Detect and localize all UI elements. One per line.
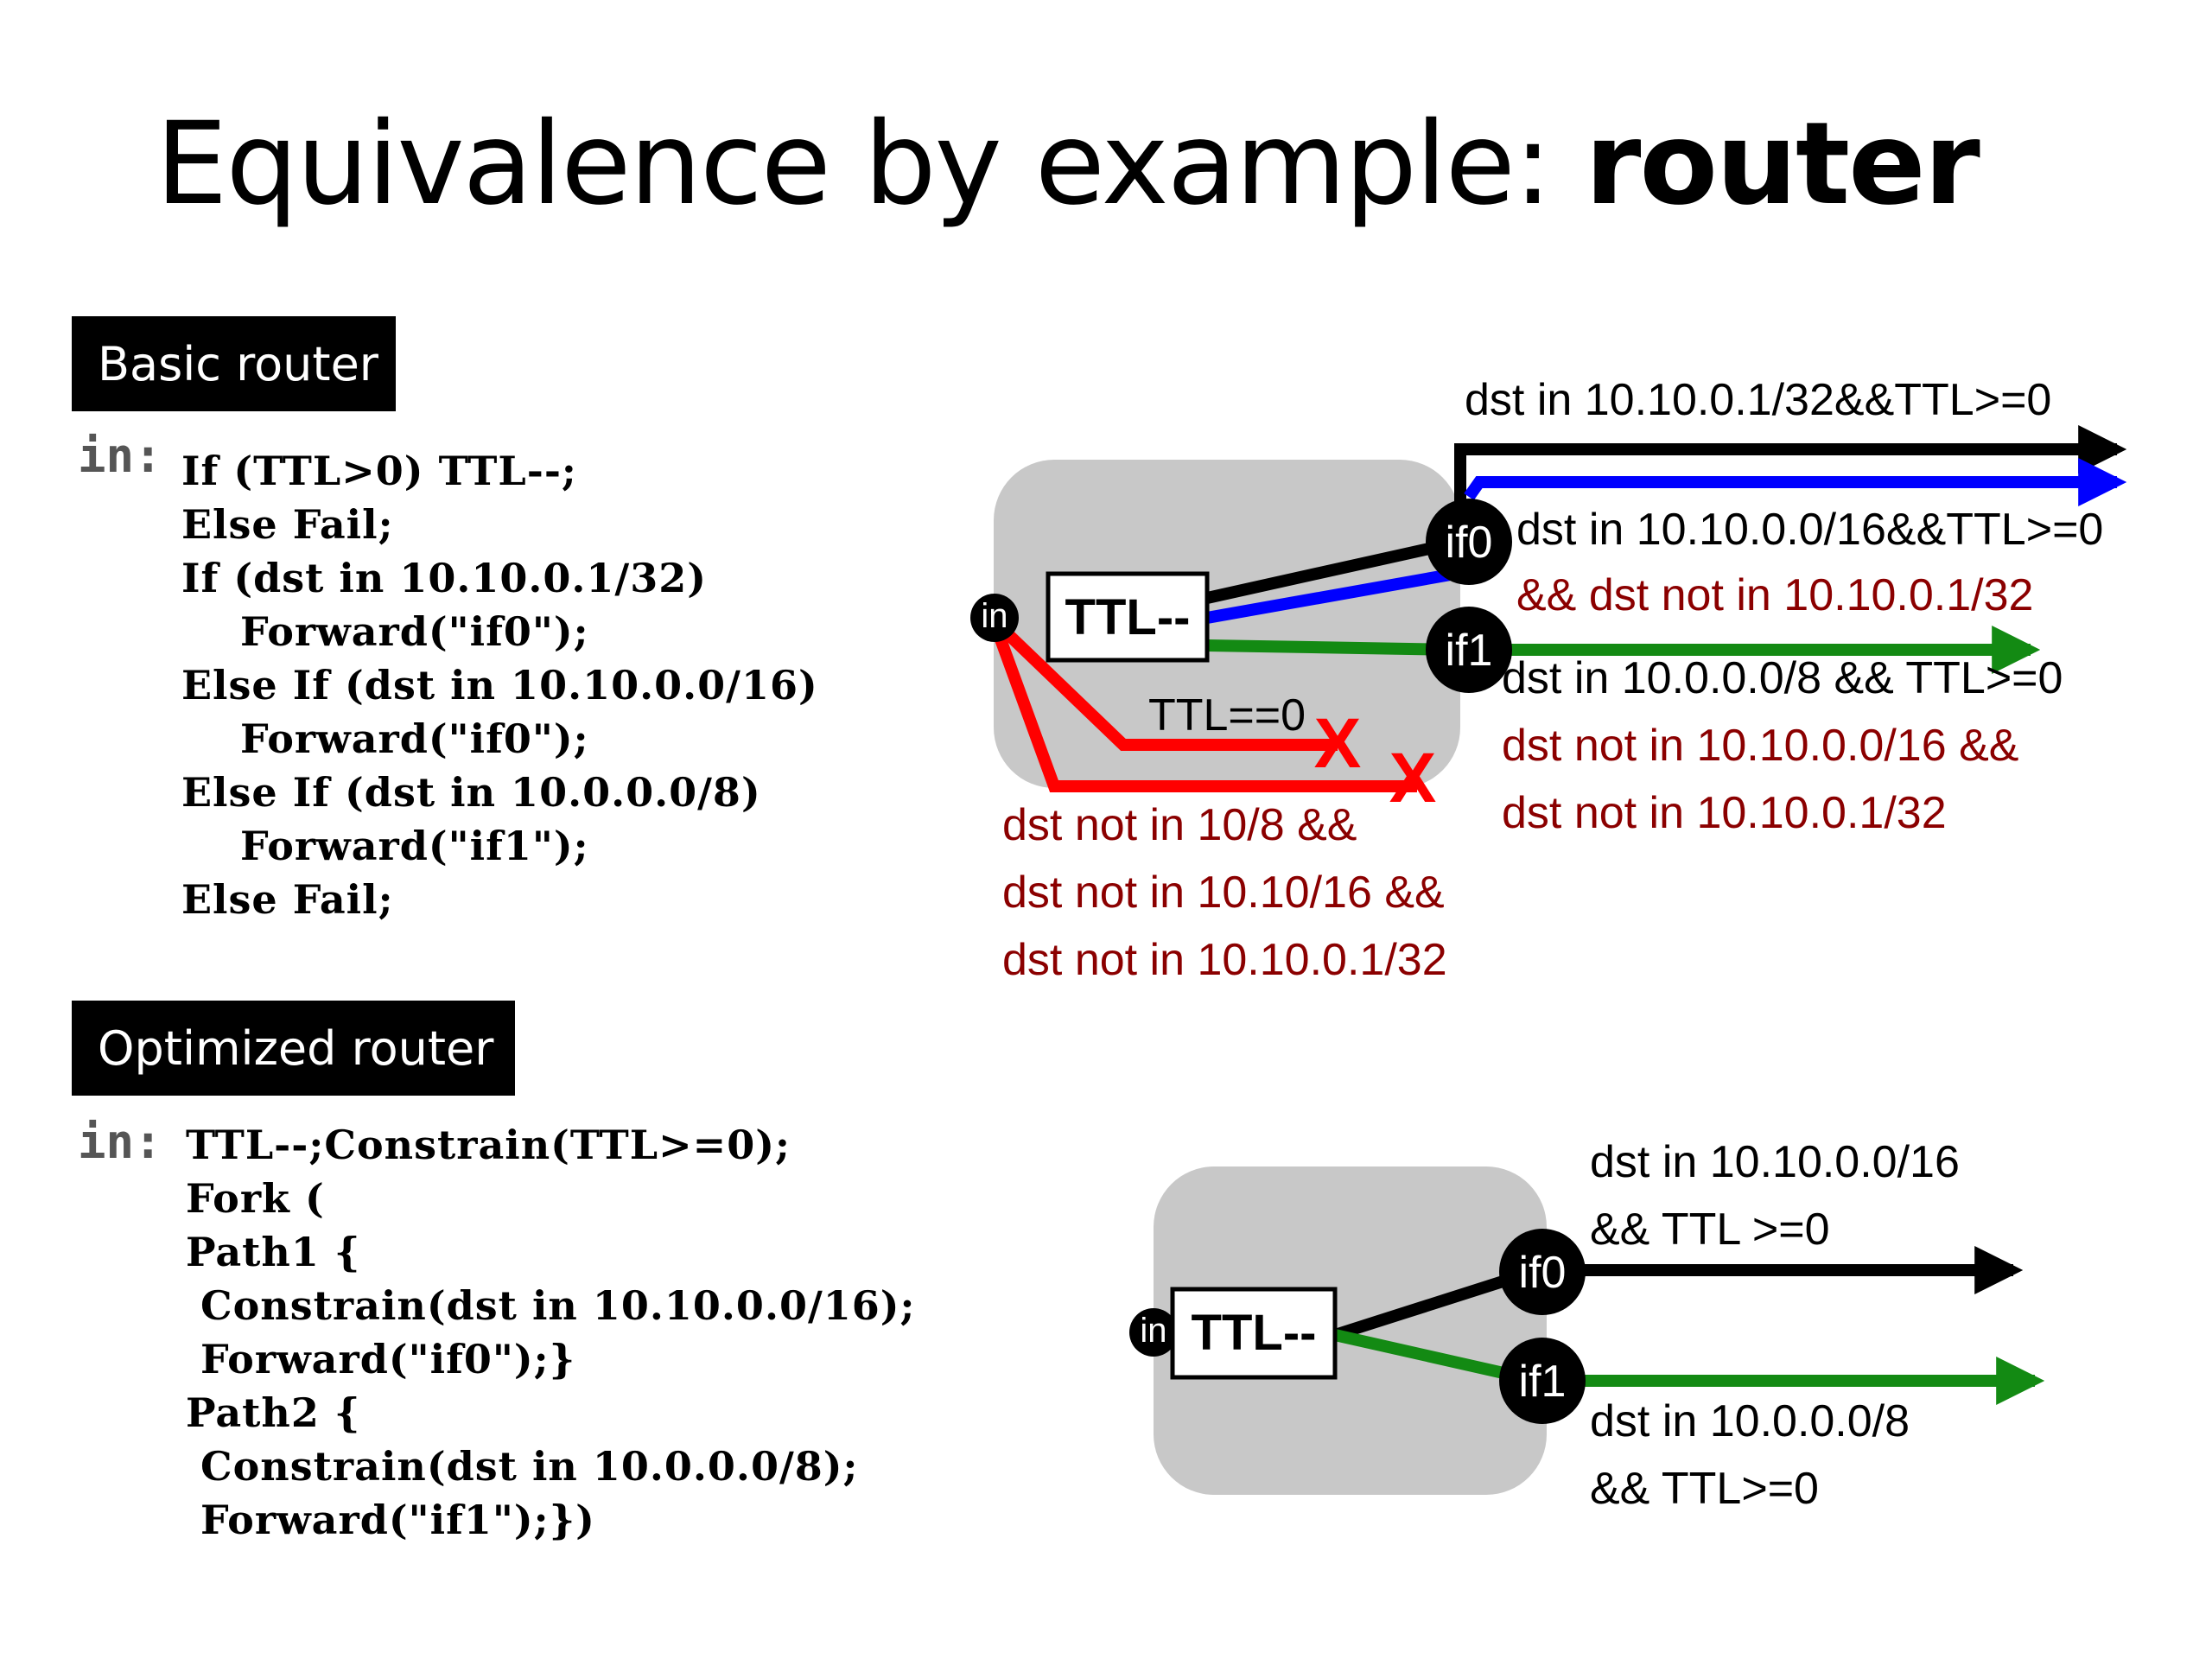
slide-title: Equivalence by example: router — [156, 95, 1980, 233]
optimized-router-code: in: TTL--;Constrain(TTL>=0); Fork ( Path… — [78, 1115, 1002, 1564]
in-label: in: — [78, 1115, 162, 1169]
green-arrow-label: dst not in 10.10.0.1/32 — [1502, 788, 1947, 838]
ttl-box — [1170, 1287, 1338, 1380]
code-line: If (dst in 10.10.0.1/32) — [181, 555, 708, 601]
in-node-label: in — [1140, 1312, 1166, 1350]
drop-label: dst not in 10.10/16 && — [1002, 868, 1445, 918]
code-line: Forward("if1");}) — [186, 1497, 595, 1543]
path-green-inner — [1206, 639, 1461, 656]
in-node — [970, 594, 1019, 642]
code-line: Else Fail; — [181, 501, 394, 548]
ttl-box-label: TTL-- — [1192, 1305, 1317, 1361]
if1-arrow-label: dst in 10.0.0.0/8 — [1590, 1396, 1910, 1446]
blue-arrow — [1464, 458, 2127, 506]
if0-node-label: if0 — [1446, 518, 1493, 568]
code-line: Else Fail; — [181, 876, 394, 923]
code-line: Path1 { — [186, 1229, 361, 1275]
code-line: Else If (dst in 10.0.0.0/8) — [181, 769, 761, 816]
if1-node-label: if1 — [1519, 1357, 1567, 1407]
code-line: If (TTL>0) TTL--; — [181, 448, 577, 494]
if1-node — [1426, 607, 1512, 693]
code-line: Path2 { — [186, 1389, 361, 1436]
code-line: Constrain(dst in 10.0.0.0/8); — [186, 1443, 859, 1490]
if1-node — [1499, 1338, 1586, 1424]
drop-path-ttl — [989, 615, 1338, 751]
if0-node — [1499, 1229, 1586, 1315]
drop-label: dst not in 10/8 && — [1002, 800, 1357, 850]
code-line: TTL--;Constrain(TTL>=0); — [186, 1122, 791, 1168]
ttl-zero-label: TTL==0 — [1148, 690, 1306, 741]
title-regular: Equivalence by example: — [156, 98, 1586, 231]
in-node-label: in — [981, 597, 1007, 635]
ttl-box-label: TTL-- — [1065, 589, 1191, 645]
basic-router-tag: Basic router — [72, 316, 396, 411]
black-arrow-label: dst in 10.10.0.1/32&&TTL>=0 — [1465, 375, 2051, 425]
if0-arrow-label: && TTL >=0 — [1590, 1205, 1830, 1255]
if1-arrow-label: && TTL>=0 — [1590, 1464, 1819, 1514]
title-bold: router — [1585, 98, 1980, 231]
code-line: Fork ( — [186, 1175, 325, 1222]
blue-arrow-label: && dst not in 10.10.0.1/32 — [1516, 570, 2033, 620]
path-black-inner — [1205, 536, 1462, 604]
in-label: in: — [78, 429, 162, 483]
if1-node-label: if1 — [1446, 626, 1493, 676]
drop-path-nomatch — [988, 618, 1417, 792]
if0-node — [1426, 499, 1512, 585]
in-node — [1129, 1308, 1178, 1357]
basic-router-code: in: If (TTL>0) TTL--; Else Fail; If (dst… — [78, 429, 942, 947]
code-line: Forward("if1"); — [181, 823, 589, 869]
code-line: Forward("if0"); — [181, 608, 589, 655]
code-line: Forward("if0");} — [186, 1336, 576, 1382]
drop-mark: X — [1389, 739, 1437, 817]
optimized-router-tag: Optimized router — [72, 1001, 515, 1096]
code-line: Constrain(dst in 10.10.0.0/16); — [186, 1282, 916, 1329]
code-line: Else If (dst in 10.10.0.0/16) — [181, 662, 818, 709]
drop-mark: X — [1314, 704, 1362, 783]
drop-label: dst not in 10.10.0.1/32 — [1002, 935, 1447, 985]
code-line: Forward("if0"); — [181, 715, 589, 762]
green-arrow-label: dst in 10.0.0.0/8 && TTL>=0 — [1502, 653, 2063, 703]
ttl-box — [1046, 571, 1210, 663]
blue-arrow-label: dst in 10.10.0.0/16&&TTL>=0 — [1516, 505, 2103, 555]
path-blue-inner — [1205, 567, 1462, 624]
if0-arrow-label: dst in 10.10.0.0/16 — [1590, 1137, 1960, 1187]
router-body — [994, 460, 1460, 788]
if0-node-label: if0 — [1519, 1248, 1567, 1298]
green-arrow-label: dst not in 10.10.0.0/16 && — [1502, 721, 2018, 771]
